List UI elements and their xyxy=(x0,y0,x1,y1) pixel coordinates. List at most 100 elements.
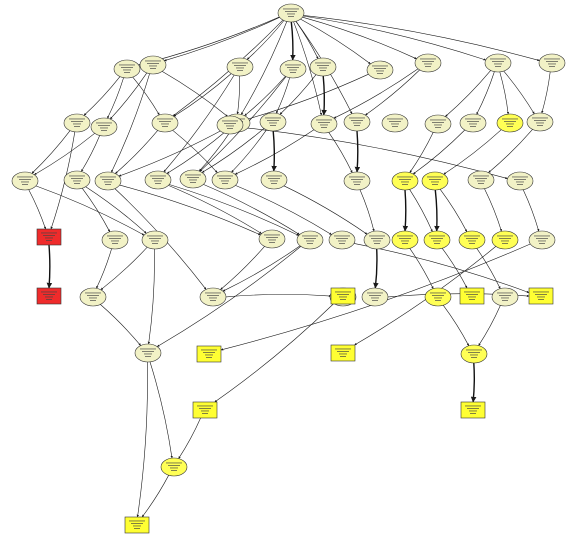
graph-node[interactable] xyxy=(226,57,254,77)
graph-node[interactable] xyxy=(366,60,394,80)
graph-node[interactable] xyxy=(423,230,451,250)
graph-node[interactable] xyxy=(11,171,39,191)
graph-node[interactable] xyxy=(414,53,442,73)
graph-node[interactable] xyxy=(330,344,356,362)
node-label-line xyxy=(469,299,475,300)
graph-node[interactable] xyxy=(124,516,150,534)
graph-node[interactable] xyxy=(491,287,519,307)
graph-node[interactable] xyxy=(458,230,486,250)
graph-node[interactable] xyxy=(538,53,566,73)
graph-node[interactable] xyxy=(459,113,487,133)
graph-node[interactable] xyxy=(192,401,218,419)
graph-node[interactable] xyxy=(160,457,188,477)
graph-node[interactable] xyxy=(199,287,227,307)
graph-node[interactable] xyxy=(484,53,512,73)
graph-node[interactable] xyxy=(391,171,419,191)
node-label-line xyxy=(45,296,53,298)
term-ellipse xyxy=(491,287,519,307)
edge-n5a-n6a xyxy=(100,304,141,346)
graph-node[interactable] xyxy=(260,170,288,190)
graph-node[interactable] xyxy=(460,344,488,364)
term-ellipse xyxy=(538,53,566,73)
node-label-line xyxy=(269,122,277,124)
graph-node[interactable] xyxy=(528,287,554,305)
graph-node[interactable] xyxy=(211,170,239,190)
edge-n2d-n3e xyxy=(198,130,232,172)
graph-node[interactable] xyxy=(421,171,449,191)
node-label-line xyxy=(337,351,349,352)
graph-node[interactable] xyxy=(179,169,207,189)
edge-n1i-n2m xyxy=(241,73,369,122)
node-label-line xyxy=(354,125,360,126)
graph-node[interactable] xyxy=(296,230,324,250)
node-label-line xyxy=(502,118,518,120)
graph-node[interactable] xyxy=(63,113,91,133)
graph-node[interactable] xyxy=(381,113,409,133)
graph-node[interactable] xyxy=(526,112,554,132)
node-label-line xyxy=(316,119,332,121)
node-label-line xyxy=(289,69,297,71)
graph-node[interactable] xyxy=(196,345,222,363)
node-label-line xyxy=(319,67,327,69)
graph-node[interactable] xyxy=(139,55,167,75)
graph-node[interactable] xyxy=(343,171,371,191)
edge-n3j-n4i xyxy=(439,189,468,232)
node-label-line xyxy=(302,235,318,237)
graph-node[interactable] xyxy=(36,228,62,246)
graph-node[interactable] xyxy=(144,170,172,190)
graph-node[interactable] xyxy=(90,117,118,137)
node-label-line xyxy=(392,126,398,127)
term-box xyxy=(36,287,62,305)
graph-node[interactable] xyxy=(528,230,556,250)
graph-node[interactable] xyxy=(79,287,107,307)
graph-node[interactable] xyxy=(459,287,485,305)
graph-node[interactable] xyxy=(330,287,356,305)
node-label-line xyxy=(502,243,508,244)
graph-node[interactable] xyxy=(258,229,286,249)
graph-node[interactable] xyxy=(36,287,62,305)
node-label-line xyxy=(337,294,349,295)
graph-node[interactable] xyxy=(391,230,419,250)
graph-node[interactable] xyxy=(134,343,162,363)
graph-node[interactable] xyxy=(491,230,519,250)
node-label-line xyxy=(499,295,511,296)
graph-node[interactable] xyxy=(151,113,179,133)
graph-node[interactable] xyxy=(309,57,337,77)
edge-root-n1h xyxy=(303,15,540,62)
graph-node[interactable] xyxy=(328,230,356,250)
graph-node[interactable] xyxy=(363,230,391,250)
node-label-line xyxy=(429,235,445,237)
graph-node[interactable] xyxy=(343,112,371,132)
graph-node[interactable] xyxy=(424,287,452,307)
graph-node[interactable] xyxy=(94,171,122,191)
node-label-line xyxy=(467,121,479,122)
graph-node[interactable] xyxy=(361,287,389,307)
graph-node[interactable] xyxy=(496,113,524,133)
node-label-line xyxy=(538,240,546,242)
graph-node[interactable] xyxy=(467,170,495,190)
node-label-line xyxy=(432,295,444,296)
edge-n4h-y2 xyxy=(441,248,468,289)
graph-node[interactable] xyxy=(259,112,287,132)
graph-node[interactable] xyxy=(113,59,141,79)
edge-n1b-n2d xyxy=(162,71,228,117)
graph-node[interactable] xyxy=(277,3,305,23)
graph-node[interactable] xyxy=(63,170,91,190)
edge-n2e-n3g xyxy=(271,130,277,172)
graph-node[interactable] xyxy=(310,114,338,134)
graph-node[interactable] xyxy=(279,59,307,79)
graph-node[interactable] xyxy=(216,115,244,135)
graph-node[interactable] xyxy=(101,230,129,250)
term-box xyxy=(528,287,554,305)
node-label-line xyxy=(187,177,199,178)
term-ellipse xyxy=(226,57,254,77)
node-label-line xyxy=(535,294,547,295)
graph-node[interactable] xyxy=(460,401,486,419)
graph-node[interactable] xyxy=(506,171,534,191)
node-label-line xyxy=(236,67,244,69)
edge-n2b-n3a xyxy=(34,133,95,175)
node-label-line xyxy=(41,232,57,234)
node-label-line xyxy=(304,238,316,239)
graph-node[interactable] xyxy=(424,114,452,134)
graph-node[interactable] xyxy=(141,230,169,250)
